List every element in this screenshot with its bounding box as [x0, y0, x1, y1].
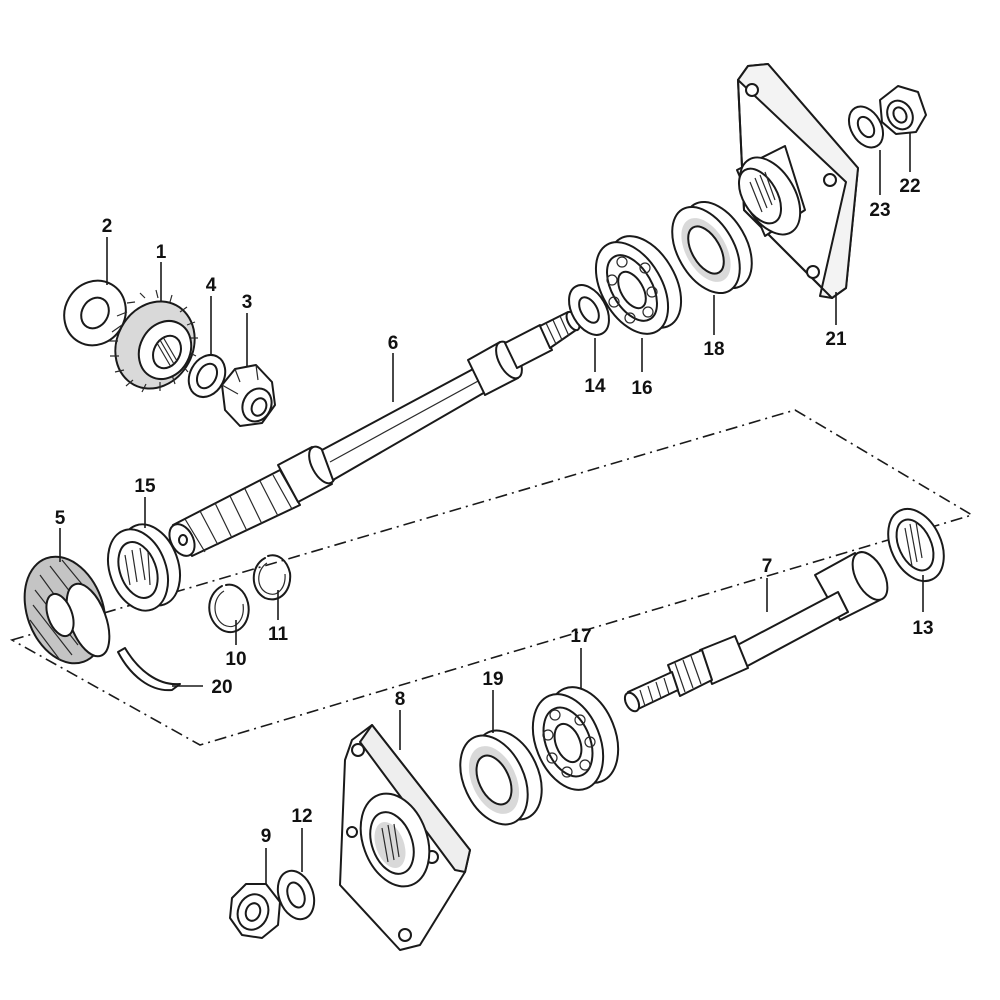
label-part-3: 3	[242, 292, 253, 313]
part-4-washer	[187, 353, 227, 399]
label-part-22: 22	[899, 176, 920, 197]
label-part-7: 7	[762, 556, 773, 577]
part-10-circlip	[208, 583, 250, 633]
part-15-needle-bearing	[107, 523, 181, 612]
part-14-washer	[568, 284, 610, 336]
label-part-1: 1	[156, 242, 167, 263]
part-6-shaft	[168, 310, 581, 557]
label-part-13: 13	[912, 618, 933, 639]
part-3-hex-nut	[221, 364, 276, 427]
label-part-17: 17	[570, 626, 591, 647]
part-18-oil-seal	[671, 200, 753, 295]
label-part-6: 6	[388, 333, 399, 354]
part-23-washer	[847, 105, 885, 149]
subassembly-boundary	[9, 409, 974, 746]
part-7-shaft	[623, 551, 889, 713]
part-13-thrust-washer	[887, 507, 945, 583]
label-part-19: 19	[482, 669, 503, 690]
label-part-10: 10	[225, 649, 246, 670]
label-part-5: 5	[55, 508, 66, 529]
part-17-ball-bearing	[531, 686, 620, 791]
label-part-8: 8	[395, 689, 406, 710]
part-20-retaining-arc	[117, 647, 181, 692]
label-part-14: 14	[584, 376, 606, 397]
part-5-bevel-gear	[23, 555, 111, 665]
part-11-circlip	[252, 554, 292, 601]
part-8-flange-plate	[339, 724, 471, 951]
label-part-23: 23	[869, 200, 890, 221]
label-part-11: 11	[268, 624, 289, 645]
part-9-nut	[229, 883, 281, 939]
label-part-18: 18	[703, 339, 724, 360]
label-part-20: 20	[211, 677, 232, 698]
part-2-washer	[63, 279, 127, 347]
label-part-15: 15	[134, 476, 156, 497]
part-16-ball-bearing	[594, 235, 683, 335]
label-part-21: 21	[825, 329, 847, 350]
part-12-washer	[276, 869, 316, 921]
label-part-9: 9	[261, 826, 272, 847]
part-1-bevel-gear	[109, 289, 198, 393]
part-labels: 2 1 4 3 6 14 16 18 21 23 22 5 15 10 11 2…	[55, 176, 934, 847]
part-19-oil-seal	[459, 729, 543, 826]
part-22-nut	[879, 85, 927, 135]
part-21-housing-flange	[736, 63, 859, 299]
leader-lines	[59, 132, 924, 884]
label-part-12: 12	[291, 806, 312, 827]
label-part-16: 16	[631, 378, 652, 399]
label-part-4: 4	[206, 275, 217, 296]
label-part-2: 2	[102, 216, 113, 237]
